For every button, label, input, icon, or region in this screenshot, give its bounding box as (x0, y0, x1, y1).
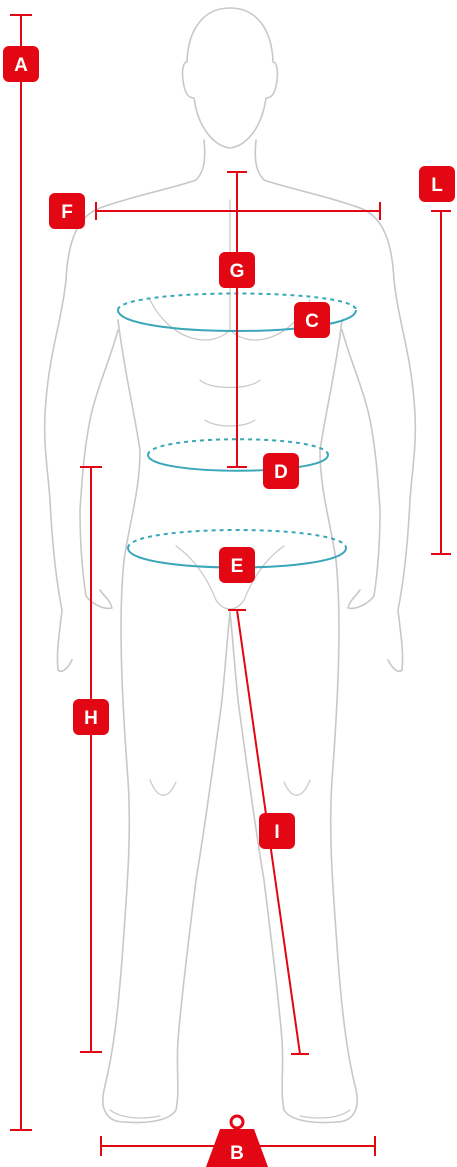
badge-h-label: H (84, 708, 98, 729)
weight-icon: B (206, 1116, 268, 1167)
badge-a-label: A (14, 55, 28, 76)
badge-l: L (419, 166, 455, 202)
badge-a: A (3, 46, 39, 82)
badge-f-label: F (61, 202, 73, 223)
height-measure-line (10, 15, 32, 1130)
badge-d-label: D (274, 462, 288, 483)
badge-f: F (49, 193, 85, 229)
badge-e-label: E (231, 556, 244, 577)
outer-leg-measure-line (80, 467, 102, 1052)
badge-g-label: G (230, 261, 245, 282)
badge-h: H (73, 699, 109, 735)
badge-b-label: B (230, 1143, 244, 1164)
badge-g: G (219, 252, 255, 288)
badge-c-label: C (305, 311, 319, 332)
badge-i-label: I (274, 822, 279, 843)
badge-c: C (294, 302, 330, 338)
arm-length-measure-line (431, 211, 451, 554)
badge-i: I (259, 813, 295, 849)
badge-e: E (219, 547, 255, 583)
badge-d: D (263, 453, 299, 489)
badge-l-label: L (431, 175, 443, 196)
